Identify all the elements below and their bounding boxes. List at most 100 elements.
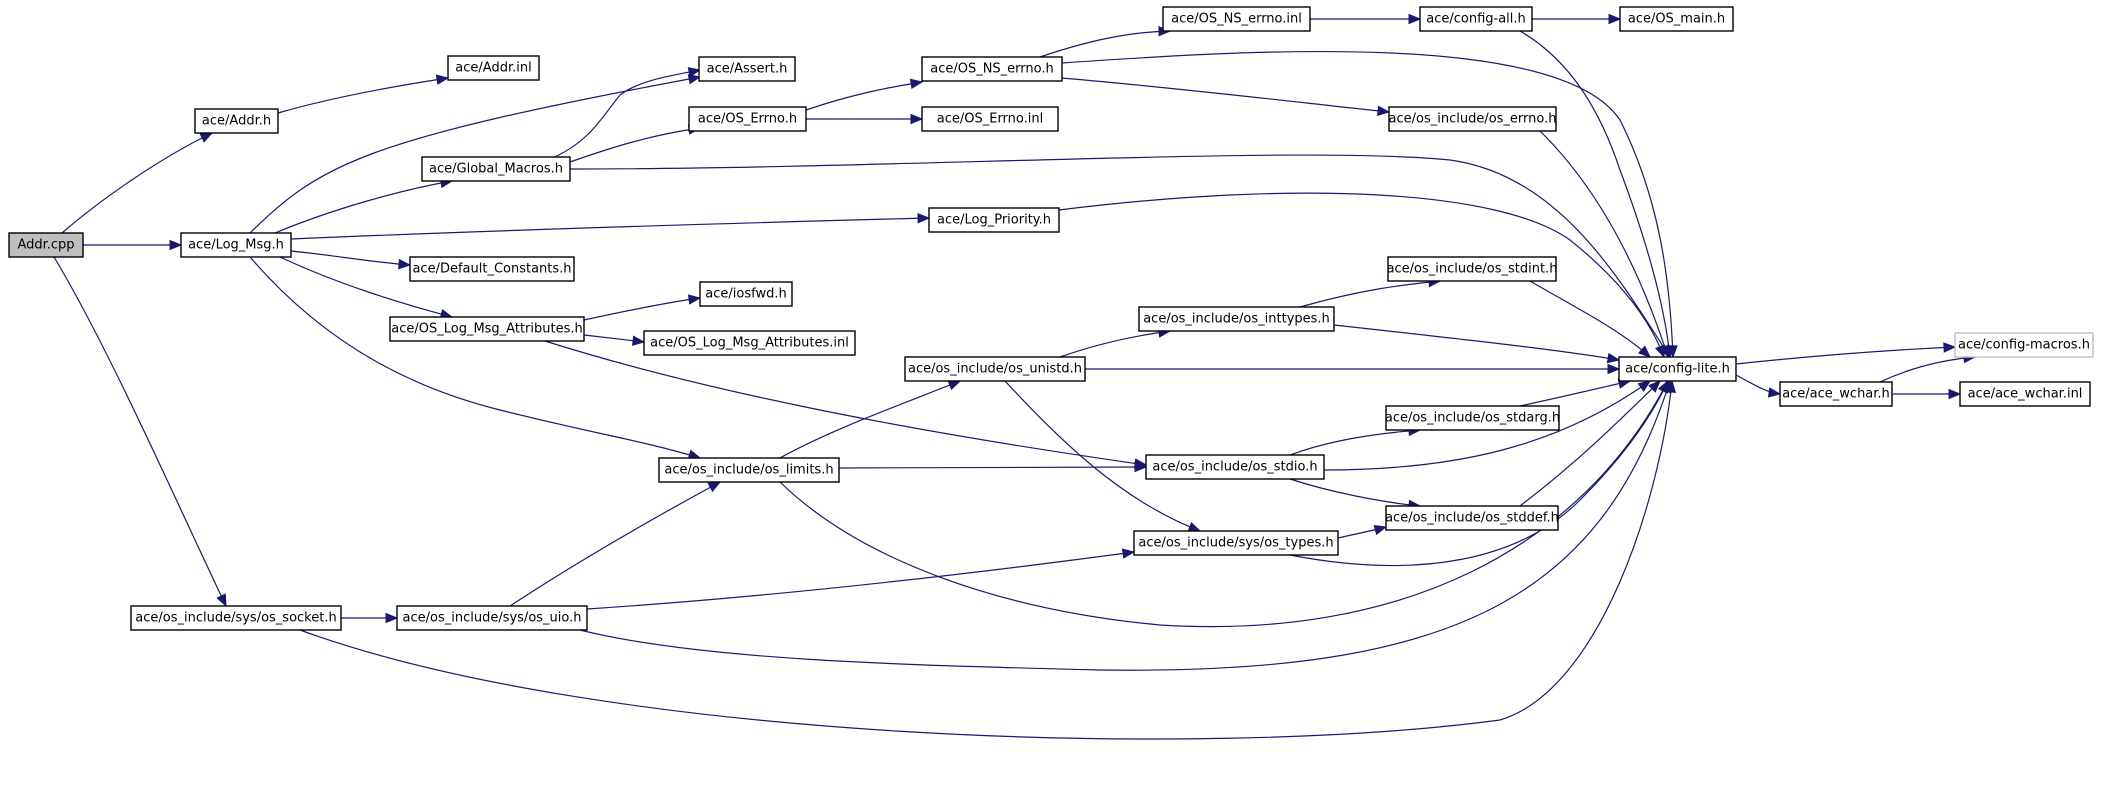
node-addr-h[interactable]: ace/Addr.h — [194, 108, 279, 134]
edge-line — [544, 340, 1147, 466]
edge-line — [249, 76, 701, 234]
node-label: ace/Global_Macros.h — [429, 162, 563, 177]
node-os-ns-errno-h[interactable]: ace/OS_NS_errno.h — [921, 56, 1063, 82]
node-label: ace/os_include/os_stdarg.h — [1385, 411, 1560, 426]
edge-ace_wchar_h-to-config_macros_h — [1879, 352, 1977, 383]
edge-arrowhead — [1377, 105, 1391, 117]
node-box — [1133, 530, 1339, 556]
edge-global_macros_h-to-config_lite_h — [569, 154, 1671, 359]
edge-line — [53, 256, 227, 607]
node-box — [130, 605, 342, 631]
node-os-stddef-h[interactable]: ace/os_include/os_stddef.h — [1385, 505, 1559, 531]
node-os-stdint-h[interactable]: ace/os_include/os_stdint.h — [1387, 256, 1558, 282]
edge-arrowhead — [1948, 388, 1962, 400]
edge-os_ns_errno_inl-to-config_all_h — [1310, 13, 1422, 25]
edge-os_log_msg_attr_h-to-iosfwd_h — [583, 294, 702, 321]
edge-arrowhead — [687, 67, 702, 78]
edge-os_limits_h-to-os_unistd_h — [779, 380, 962, 459]
edge-line — [569, 127, 701, 163]
edge-line — [1539, 130, 1669, 358]
node-iosfwd-h[interactable]: ace/iosfwd.h — [699, 281, 793, 307]
node-os-sys-uio-h[interactable]: ace/os_include/sys/os_uio.h — [396, 605, 588, 631]
node-box — [643, 330, 856, 356]
node-addr-cpp[interactable]: Addr.cpp — [8, 232, 84, 258]
node-os-log-msg-attr-h[interactable]: ace/OS_Log_Msg_Attributes.h — [389, 316, 585, 342]
node-label: ace/config-macros.h — [1958, 338, 2090, 353]
node-box — [921, 106, 1059, 132]
node-box — [1618, 356, 1737, 382]
node-label: ace/OS_Log_Msg_Attributes.h — [391, 322, 582, 337]
edge-arrowhead — [1943, 342, 1957, 353]
edge-arrowhead — [199, 132, 214, 143]
node-addr-inl[interactable]: ace/Addr.inl — [447, 55, 540, 81]
edge-os_unistd_h-to-os_inttypes_h — [1059, 327, 1172, 358]
node-os-include-errno-h[interactable]: ace/os_include/os_errno.h — [1388, 106, 1557, 132]
node-os-errno-inl[interactable]: ace/OS_Errno.inl — [921, 106, 1059, 132]
node-ace-wchar-inl[interactable]: ace/ace_wchar.inl — [1959, 381, 2091, 407]
edge-line — [1289, 380, 1669, 567]
edge-line — [805, 81, 923, 111]
node-box — [688, 106, 807, 132]
node-ace-wchar-h[interactable]: ace/ace_wchar.h — [1779, 381, 1893, 407]
node-os-stdarg-h[interactable]: ace/os_include/os_stdarg.h — [1385, 405, 1560, 431]
edge-os_sys_uio_h-to-os_sys_types_h — [586, 548, 1136, 610]
edge-arrowhead — [947, 380, 962, 391]
edges-layer — [53, 13, 1977, 740]
node-label: ace/OS_Errno.h — [698, 112, 797, 127]
node-assert-h[interactable]: ace/Assert.h — [698, 56, 796, 82]
node-os-stdio-h[interactable]: ace/os_include/os_stdio.h — [1145, 454, 1325, 480]
edge-arrowhead — [1121, 548, 1136, 559]
node-box — [928, 207, 1060, 233]
edge-line — [579, 380, 1671, 671]
edge-line — [1323, 380, 1651, 471]
node-box — [1138, 306, 1335, 332]
node-os-limits-h[interactable]: ace/os_include/os_limits.h — [658, 457, 840, 483]
node-os-main-h[interactable]: ace/OS_main.h — [1619, 6, 1734, 32]
node-box — [409, 256, 575, 282]
edge-log_msg_h-to-os_limits_h — [249, 256, 702, 460]
edge-os_ns_errno_h-to-os_include_errno_h — [1061, 77, 1391, 117]
node-box — [8, 232, 84, 258]
node-log-msg-h[interactable]: ace/Log_Msg.h — [180, 232, 292, 258]
edge-os_sys_uio_h-to-os_limits_h — [509, 481, 722, 607]
edge-os_stdint_h-to-config_lite_h — [1529, 280, 1651, 358]
edge-arrowhead — [917, 213, 931, 224]
node-os-ns-errno-inl[interactable]: ace/OS_NS_errno.inl — [1162, 6, 1311, 32]
edge-arrowhead — [687, 294, 702, 305]
edge-arrowhead — [1637, 380, 1652, 392]
edge-log_msg_h-to-default_constants_h — [290, 250, 412, 270]
node-box — [421, 156, 571, 182]
edge-line — [290, 217, 930, 240]
edge-arrowhead — [707, 481, 722, 493]
node-global-macros-h[interactable]: ace/Global_Macros.h — [421, 156, 571, 182]
edge-os_inttypes_h-to-os_stdint_h — [1299, 276, 1442, 308]
edge-arrowhead — [909, 78, 924, 90]
edge-line — [1299, 280, 1441, 308]
edge-os_sys_socket_h-to-config_lite_h — [299, 379, 1677, 740]
node-box — [699, 281, 793, 307]
edge-line — [249, 256, 701, 459]
edge-os_sys_socket_h-to-os_sys_uio_h — [341, 612, 399, 624]
node-os-inttypes-h[interactable]: ace/os_include/os_inttypes.h — [1138, 306, 1335, 332]
node-os-sys-types-h[interactable]: ace/os_include/sys/os_types.h — [1133, 530, 1339, 556]
node-os-log-msg-attr-inl[interactable]: ace/OS_Log_Msg_Attributes.inl — [643, 330, 856, 356]
nodes-layer: Addr.cpp ace/Addr.h ace/Addr.inl ace/Assert… — [8, 6, 2094, 631]
node-box — [1959, 381, 2091, 407]
node-os-errno-h[interactable]: ace/OS_Errno.h — [688, 106, 807, 132]
node-log-priority-h[interactable]: ace/Log_Priority.h — [928, 207, 1060, 233]
edge-arrowhead — [910, 113, 924, 125]
node-os-unistd-h[interactable]: ace/os_include/os_unistd.h — [904, 356, 1086, 382]
node-os-sys-socket-h[interactable]: ace/os_include/sys/os_socket.h — [130, 605, 342, 631]
node-label: ace/OS_main.h — [1628, 12, 1725, 27]
node-box — [921, 56, 1063, 82]
node-config-all-h[interactable]: ace/config-all.h — [1419, 6, 1533, 32]
edge-line — [1289, 478, 1421, 507]
edge-arrowhead — [435, 74, 450, 85]
node-config-macros-h[interactable]: ace/config-macros.h — [1954, 332, 2094, 358]
node-config-lite-h[interactable]: ace/config-lite.h — [1618, 356, 1737, 382]
node-label: ace/OS_NS_errno.h — [930, 62, 1054, 77]
edge-arrowhead — [216, 593, 227, 608]
node-default-constants-h[interactable]: ace/Default_Constants.h — [409, 256, 575, 282]
edge-line — [1333, 324, 1620, 361]
edge-arrowhead — [1606, 352, 1621, 364]
